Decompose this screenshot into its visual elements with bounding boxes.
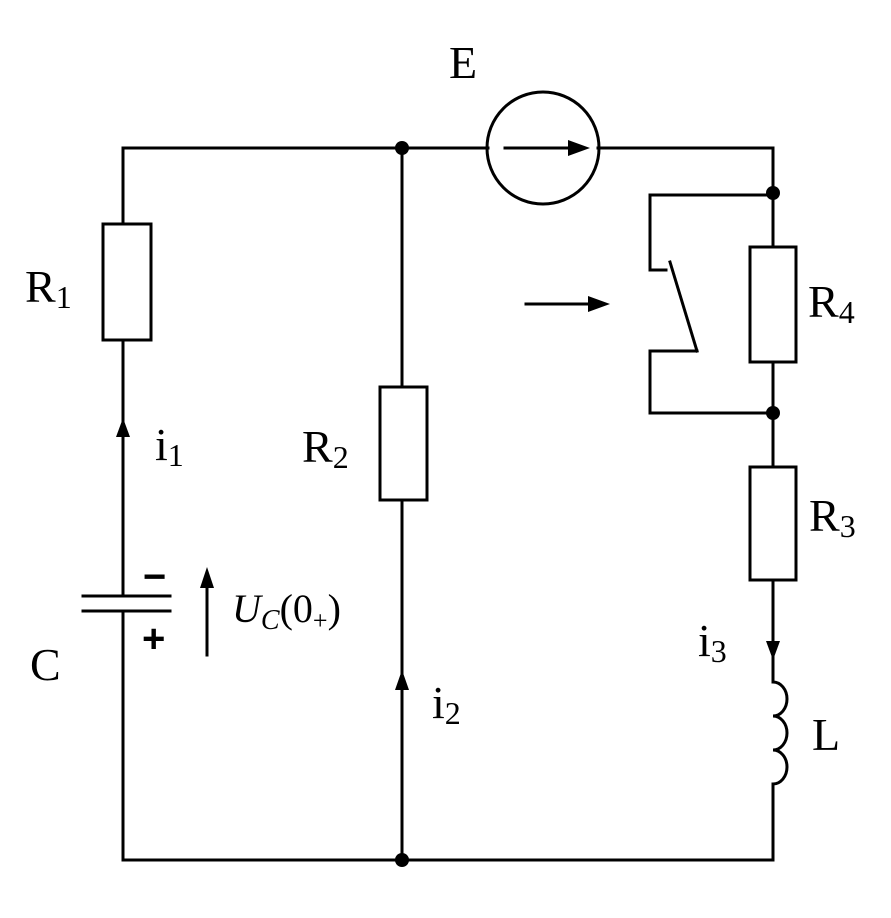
junction-bottom-middle (395, 853, 409, 867)
junction-right-upper (766, 186, 780, 200)
label-e: E (449, 37, 477, 88)
source-arrowhead (568, 140, 590, 156)
label-i2: i2 (432, 677, 461, 731)
label-c: C (30, 639, 61, 690)
capacitor-plus-sign: + (142, 617, 165, 661)
i3-arrowhead (766, 641, 780, 660)
resistor-r4 (748, 245, 798, 364)
capacitor-minus-sign: − (143, 555, 166, 599)
i2-arrowhead (395, 670, 409, 690)
label-uc0: UC(0+) (232, 586, 341, 636)
voltage-source-e (485, 90, 601, 206)
label-i3: i3 (698, 615, 727, 669)
uc-arrowhead (200, 567, 214, 588)
inductor-l (771, 680, 789, 786)
switch-indicator-arrowhead (588, 296, 610, 312)
label-r3: R3 (809, 490, 856, 544)
label-r1: R1 (25, 261, 72, 315)
switch-blade (668, 260, 699, 353)
junction-right-lower (766, 406, 780, 420)
i1-arrowhead (116, 418, 130, 437)
junction-top-middle (395, 141, 409, 155)
switch-wire-top (648, 193, 775, 272)
label-i1: i1 (155, 419, 184, 473)
label-r4: R4 (808, 276, 855, 330)
label-l: L (812, 709, 840, 760)
label-r2: R2 (302, 421, 349, 475)
switch-contact-bottom (648, 349, 775, 415)
resistor-r2 (378, 385, 429, 502)
resistor-r1 (101, 222, 153, 342)
resistor-r3 (748, 465, 798, 582)
